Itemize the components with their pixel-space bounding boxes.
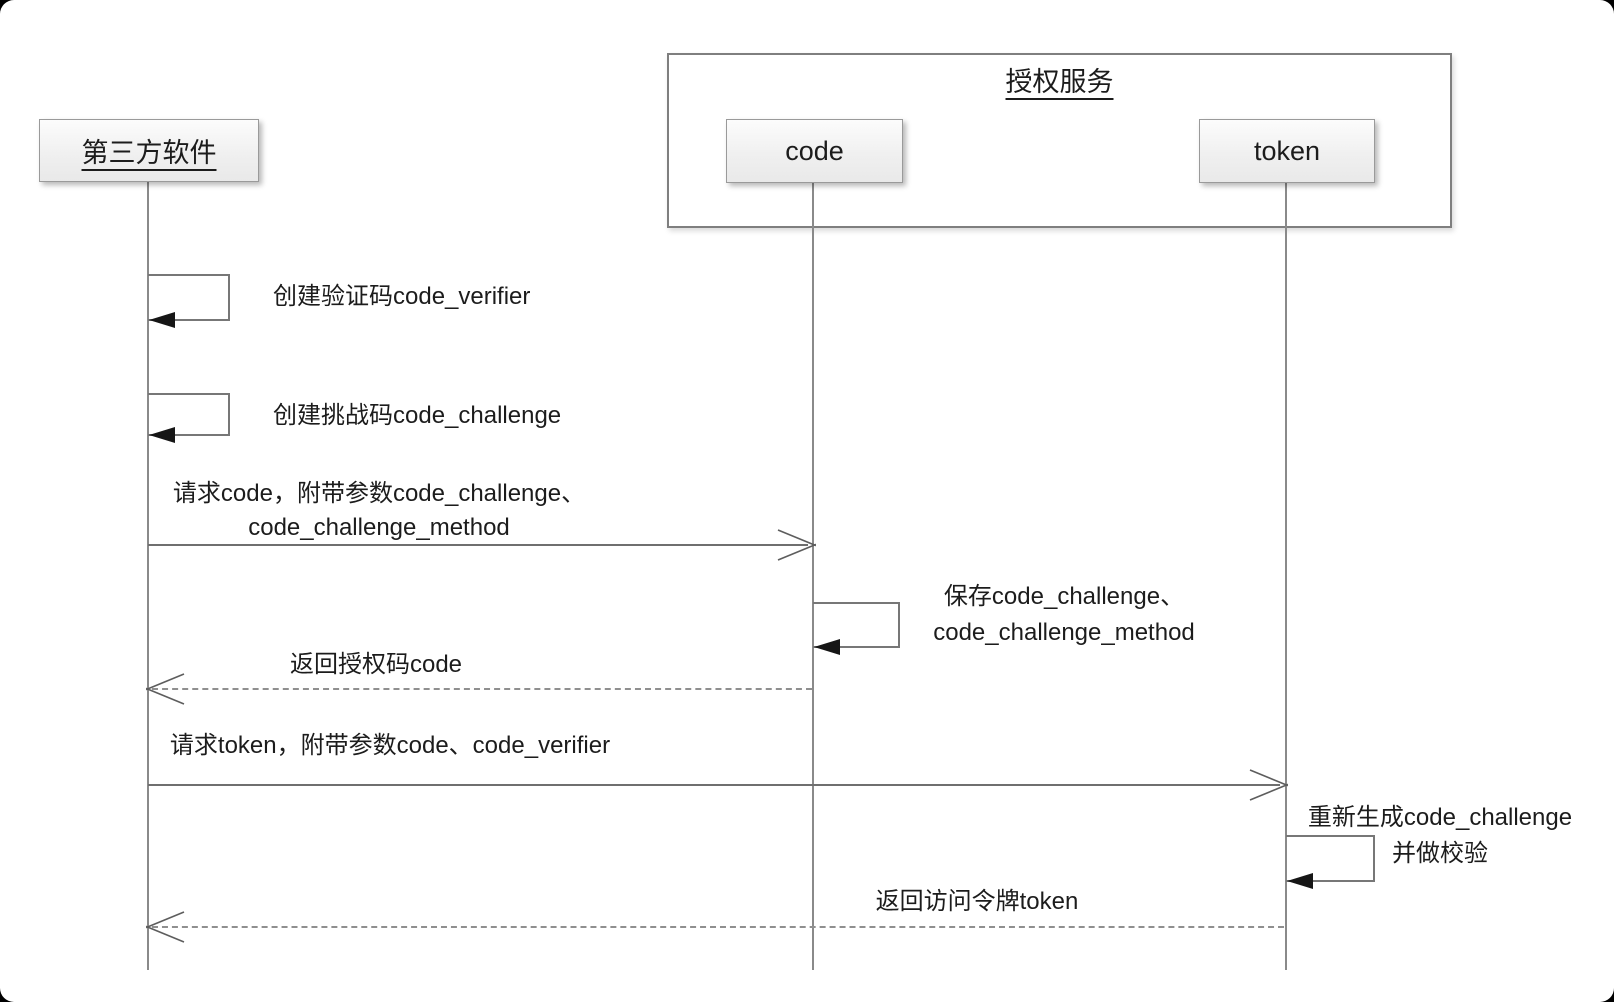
actor-label-code: code [785,135,844,166]
open-arrowhead-left-icon [146,911,185,943]
auth-service-title: 授权服务 [667,60,1452,99]
message-label-save-challenge: 保存code_challenge、 code_challenge_method [933,583,1195,646]
open-arrowhead-left-icon [146,673,185,705]
actor-label-token: token [1253,135,1321,166]
lifeline-third-party [147,182,149,970]
selfcall-loop-create-challenge [148,393,230,436]
auth-service-title-text: 授权服务 [1005,67,1114,97]
message-label-create-challenge: 创建挑战码code_challenge [273,402,562,429]
message-label-request-code: 请求code，附带参数code_challenge、 code_challeng… [172,480,586,541]
filled-arrowhead-left-icon [814,639,840,655]
message-line-request-token [148,784,1280,786]
lifeline-code [812,183,814,970]
message-line-request-code [148,544,808,546]
open-arrowhead-right-icon [777,529,816,561]
filled-arrowhead-left-icon [1287,873,1313,889]
message-label-create-verifier: 创建验证码code_verifier [273,283,531,310]
actor-box-code: code [726,119,903,183]
actor-label-third-party: 第三方软件 [81,138,217,168]
message-label-regenerate-challenge: 重新生成code_challenge 并做校验 [1307,804,1573,867]
message-label-request-token: 请求token，附带参数code、code_verifier [169,732,611,759]
actor-box-third-party: 第三方软件 [39,119,259,182]
actor-box-token: token [1199,119,1375,183]
selfcall-loop-create-verifier [148,274,230,321]
open-arrowhead-right-icon [1249,769,1288,801]
return-line-token [152,926,1284,928]
message-label-return-code: 返回授权码code [289,651,463,678]
return-line-code [152,688,812,690]
message-label-return-token: 返回访问令牌token [875,888,1079,915]
selfcall-loop-save-challenge [813,602,900,648]
filled-arrowhead-left-icon [149,312,175,328]
lifeline-token [1285,183,1287,970]
filled-arrowhead-left-icon [149,427,175,443]
selfcall-loop-regenerate-challenge [1286,835,1375,882]
